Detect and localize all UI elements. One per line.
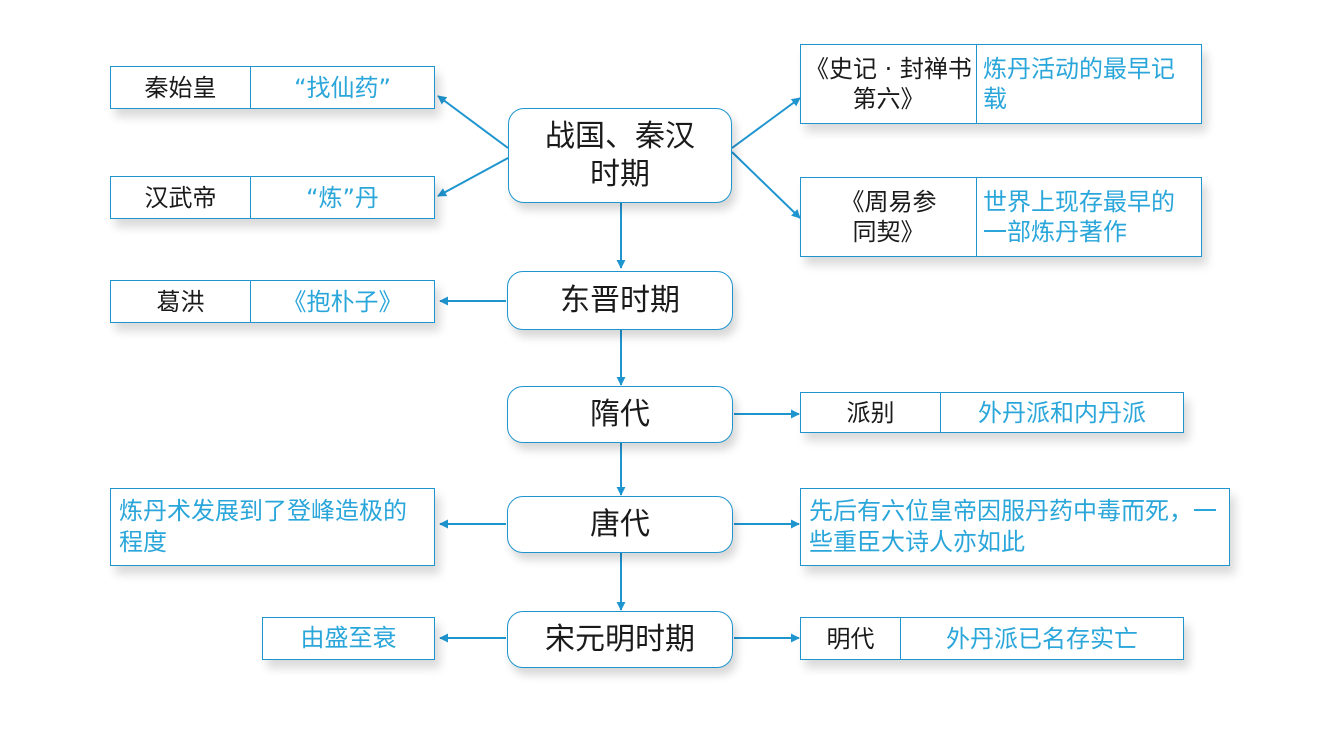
record-zhouyi-value: 世界上现存最早的一部炼丹著作 bbox=[983, 188, 1175, 246]
era-song-yuan-ming: 宋元明时期 bbox=[507, 611, 733, 668]
note-tang-peak-text: 炼丹术发展到了登峰造极的程度 bbox=[119, 497, 407, 556]
era-tang: 唐代 bbox=[507, 496, 733, 553]
era-tang-label: 唐代 bbox=[590, 506, 650, 542]
record-sects-key: 派别 bbox=[801, 393, 941, 432]
record-zhouyi-key: 《周易参同契》 bbox=[801, 178, 977, 256]
record-shiji-key: 《史记 · 封禅书第六》 bbox=[801, 45, 977, 123]
record-ming: 明代 外丹派已名存实亡 bbox=[800, 617, 1184, 660]
arrow-to-han bbox=[437, 157, 509, 197]
era-eastern-jin: 东晋时期 bbox=[507, 271, 733, 330]
record-qin-shihuang: 秦始皇 “找仙药” bbox=[110, 66, 435, 109]
era-song-yuan-ming-label: 宋元明时期 bbox=[545, 621, 695, 657]
record-gehong-key: 葛洪 bbox=[111, 281, 251, 322]
record-zhouyi-cantongqi: 《周易参同契》 世界上现存最早的一部炼丹著作 bbox=[800, 177, 1202, 257]
record-han-wudi: 汉武帝 “炼”丹 bbox=[110, 176, 435, 219]
record-qin-key: 秦始皇 bbox=[111, 67, 251, 108]
arrow-to-zhouyi bbox=[731, 151, 801, 219]
arrow-to-qin bbox=[437, 95, 509, 149]
record-sects: 派别 外丹派和内丹派 bbox=[800, 392, 1184, 433]
record-han-value: “炼”丹 bbox=[306, 183, 379, 212]
note-song-decline: 由盛至衰 bbox=[262, 617, 435, 660]
record-ming-key: 明代 bbox=[801, 618, 901, 659]
era-sui-label: 隋代 bbox=[590, 396, 650, 432]
record-sects-value: 外丹派和内丹派 bbox=[978, 398, 1146, 427]
record-ge-hong: 葛洪 《抱朴子》 bbox=[110, 280, 435, 323]
record-qin-value: “找仙药” bbox=[294, 73, 391, 102]
era-sui: 隋代 bbox=[507, 386, 733, 443]
note-song-decline-text: 由盛至衰 bbox=[300, 624, 397, 652]
era-eastern-jin-label: 东晋时期 bbox=[560, 282, 680, 318]
arrow-to-shiji bbox=[731, 97, 801, 149]
record-han-key: 汉武帝 bbox=[111, 177, 251, 218]
record-ming-value: 外丹派已名存实亡 bbox=[946, 624, 1138, 653]
note-tang-poisoning-text: 先后有六位皇帝因服丹药中毒而死，一些重臣大诗人亦如此 bbox=[809, 497, 1217, 556]
record-gehong-value: 《抱朴子》 bbox=[282, 287, 403, 316]
record-shiji-value: 炼丹活动的最早记载 bbox=[983, 55, 1175, 113]
note-tang-poisoning: 先后有六位皇帝因服丹药中毒而死，一些重臣大诗人亦如此 bbox=[800, 488, 1230, 566]
era-warring-states-qin-han: 战国、秦汉时期 bbox=[508, 108, 732, 203]
record-shiji: 《史记 · 封禅书第六》 炼丹活动的最早记载 bbox=[800, 44, 1202, 124]
note-tang-peak: 炼丹术发展到了登峰造极的程度 bbox=[110, 488, 435, 566]
era-warring-states-qin-han-label: 战国、秦汉时期 bbox=[545, 118, 695, 192]
